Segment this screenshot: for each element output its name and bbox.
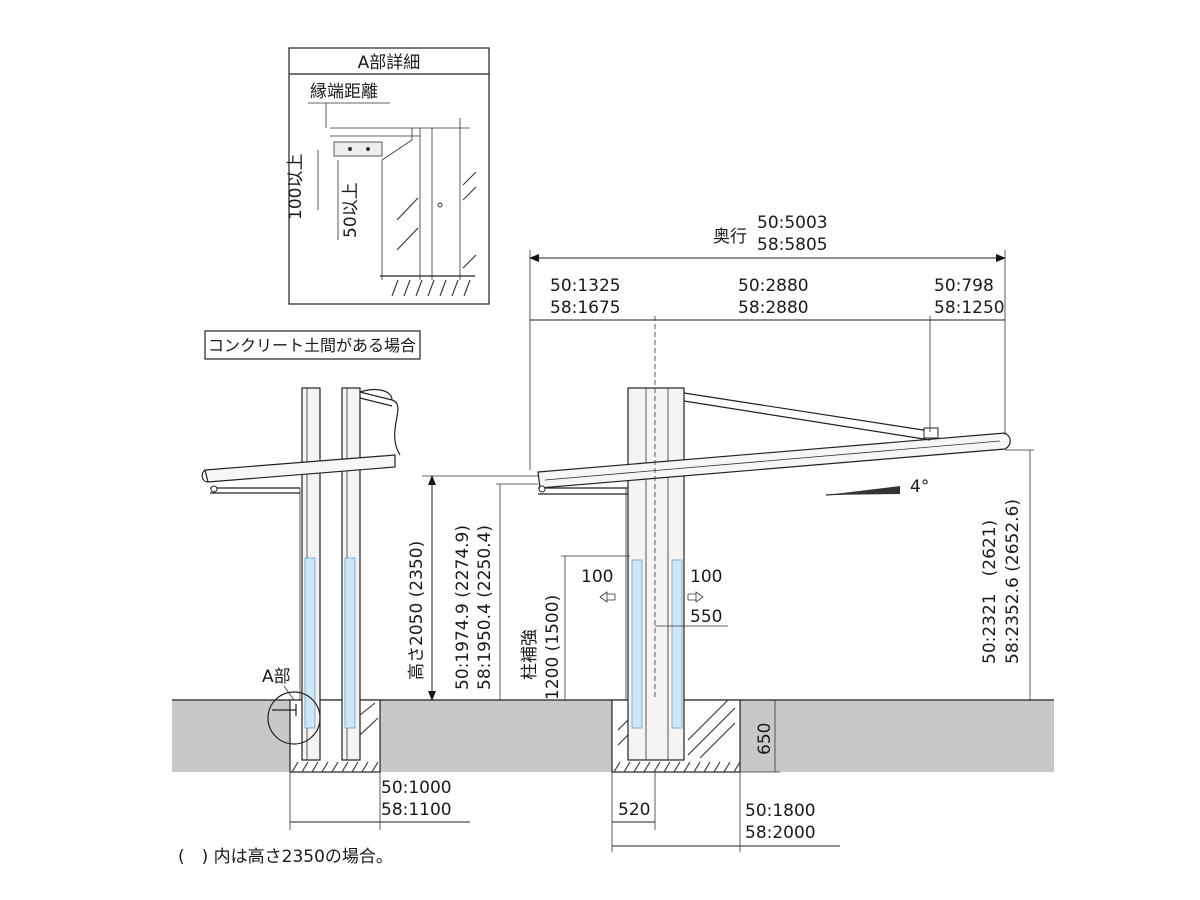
right-offset: 520	[618, 800, 650, 820]
top-dimensions: 奥行 50:5003 58:5805 50:1325 58:1675 50:28…	[529, 213, 1006, 700]
right-base-line2: 58:2000	[745, 823, 816, 843]
segment-1-line2: 58:1675	[550, 298, 621, 318]
left-base-line1: 50:1000	[381, 778, 452, 798]
eave-height-line2: 58:1950.4 (2250.4)	[475, 525, 495, 690]
offset-left: 100	[581, 567, 613, 587]
concrete-label: コンクリート土間がある場合	[208, 336, 416, 355]
dim-50-label: 50以上	[341, 182, 361, 238]
segment-1-line1: 50:1325	[550, 276, 621, 296]
reinforce-label: 柱補強	[520, 629, 540, 680]
bottom-dimensions: 50:1000 58:1100 520 50:1800 58:2000	[289, 772, 840, 852]
a-part-label: A部	[262, 667, 291, 687]
depth-line1: 50:5003	[757, 213, 828, 233]
vertical-dimensions: 高さ2050 (2350) 50:1974.9 (2274.9) 58:1950…	[262, 449, 1034, 773]
foundation-depth: 650	[755, 723, 775, 755]
detail-a-box: A部詳細 縁端距離 100以上 50以上	[286, 47, 490, 305]
reinforce-value: 1200 (1500)	[543, 595, 563, 700]
segment-2-line1: 50:2880	[738, 276, 809, 296]
right-carport: 4°	[537, 387, 1011, 761]
post-depth: 550	[690, 607, 722, 627]
left-carport	[201, 387, 401, 761]
segment-3-line2: 58:1250	[934, 298, 1005, 318]
segment-2-line2: 58:2880	[738, 298, 809, 318]
footnote: ( ) 内は高さ2350の場合。	[178, 847, 393, 867]
left-base-line2: 58:1100	[381, 800, 452, 820]
angle-label: 4°	[910, 477, 929, 497]
segment-3-line1: 50:798	[934, 276, 994, 296]
detail-title: A部詳細	[358, 53, 421, 73]
high-side-line1: 50:2321 (2621)	[980, 520, 1000, 664]
eave-height-line1: 50:1974.9 (2274.9)	[453, 525, 473, 690]
edge-distance-label: 縁端距離	[310, 82, 378, 102]
offset-right: 100	[690, 567, 722, 587]
high-side-line2: 58:2352.6 (2652.6)	[1003, 499, 1023, 664]
depth-line2: 58:5805	[757, 235, 828, 255]
depth-label: 奥行	[713, 227, 747, 247]
dim-100-label: 100以上	[286, 154, 306, 220]
concrete-label-box: コンクリート土間がある場合	[204, 330, 421, 360]
right-base-line1: 50:1800	[745, 801, 816, 821]
height-label: 高さ2050 (2350)	[407, 541, 427, 680]
